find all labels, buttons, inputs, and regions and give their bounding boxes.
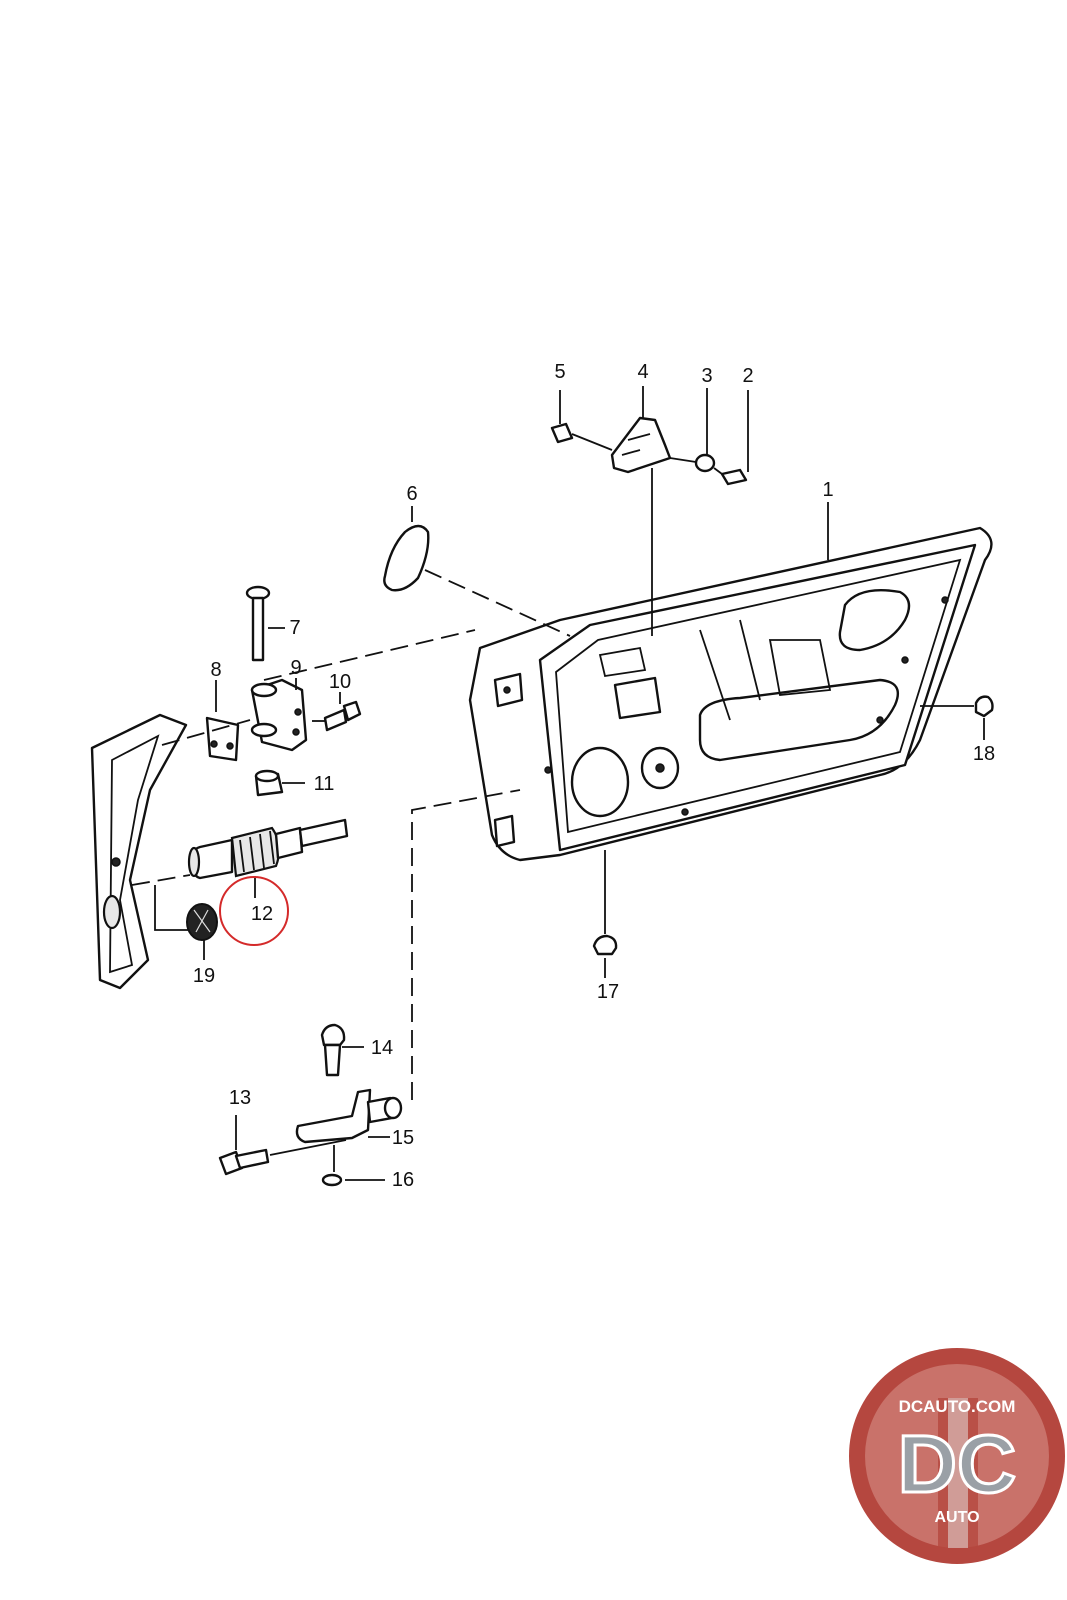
striker-assembly: [218, 789, 521, 1187]
callout-10: 10: [329, 671, 351, 693]
callout-labels: 1 2 3 4 5 6 7 8 9 10 11 12 13 14 15 16 1…: [193, 361, 995, 1191]
hinge-plates: [161, 629, 476, 762]
callout-12: 12: [251, 903, 273, 925]
callout-2: 2: [742, 365, 753, 387]
callout-6: 6: [406, 483, 417, 505]
callout-3: 3: [701, 365, 712, 387]
dcauto-watermark-logo: DCAUTO.COM DC AUTO: [849, 1348, 1065, 1564]
rubber-buffer: [131, 874, 218, 960]
callout-9: 9: [290, 657, 301, 679]
callout-11: 11: [314, 773, 335, 795]
watermark-top-text: DCAUTO.COM: [899, 1397, 1016, 1416]
callout-7: 7: [289, 617, 300, 639]
door-check-strap: [187, 818, 349, 946]
watermark-bottom-text: AUTO: [934, 1509, 979, 1526]
upper-bracket-assembly: [550, 386, 749, 636]
callout-4: 4: [637, 361, 648, 383]
callout-1: 1: [822, 479, 833, 501]
door-shell: [468, 526, 993, 862]
hinge-pillar: [90, 713, 188, 990]
callout-19: 19: [193, 965, 215, 987]
callout-17: 17: [597, 981, 619, 1003]
callout-15: 15: [392, 1127, 414, 1149]
callout-13: 13: [229, 1087, 251, 1109]
callout-16: 16: [392, 1169, 414, 1191]
callout-8: 8: [210, 659, 221, 681]
oval-grommet: [383, 506, 571, 637]
callout-14: 14: [371, 1037, 393, 1059]
callout-5: 5: [554, 361, 565, 383]
small-fasteners: [592, 695, 994, 978]
highlight-circle: [219, 876, 289, 946]
hinge-pin: [245, 585, 285, 662]
hinge-bolt-bushing: [254, 692, 362, 797]
callout-18: 18: [973, 743, 995, 765]
watermark-mark: DC: [898, 1419, 1016, 1510]
